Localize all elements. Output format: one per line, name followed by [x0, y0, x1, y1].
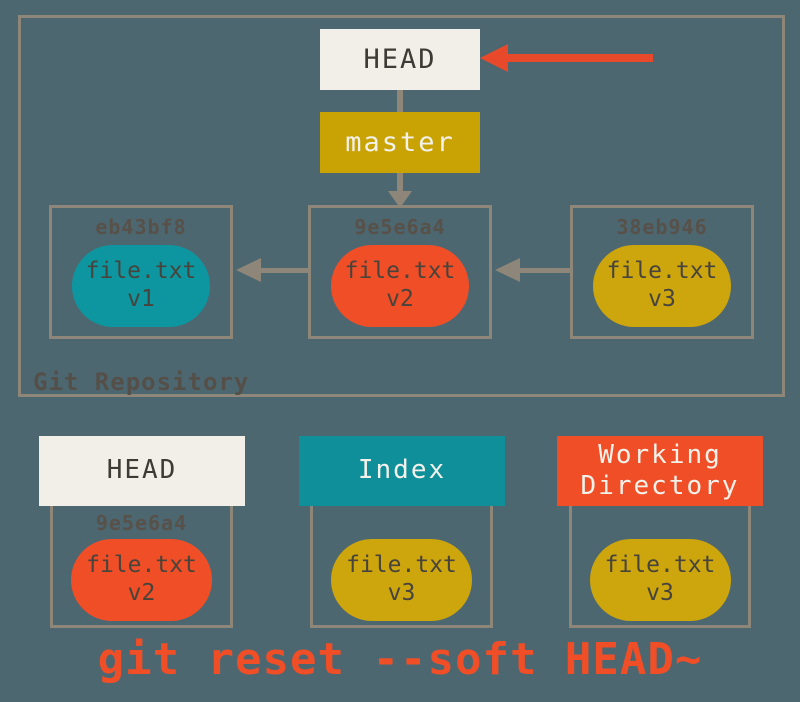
left-arrowhead-icon	[236, 258, 261, 282]
head-area-header: HEAD	[39, 436, 245, 506]
head-ref-box: HEAD	[320, 29, 480, 90]
head-file-node: file.txt v2	[71, 539, 212, 621]
file-version: v3	[387, 580, 416, 606]
file-name: file.txt	[85, 258, 197, 285]
working-directory-file-node: file.txt v3	[589, 539, 731, 621]
master-to-commit-connector	[397, 173, 403, 192]
master-branch-box: master	[320, 112, 480, 173]
index-area-title: Index	[357, 455, 447, 486]
command-caption: git reset --soft HEAD~	[97, 634, 703, 685]
file-version: v2	[386, 286, 414, 312]
working-directory-area-header: Working Directory	[557, 436, 763, 506]
red-pointer-arrow-shaft	[506, 54, 653, 62]
index-file-node: file.txt v3	[331, 539, 472, 621]
commit3-to-commit2-arrow	[519, 268, 570, 273]
git-repository-label: Git Repository	[33, 368, 250, 396]
head-to-master-connector	[397, 90, 403, 112]
down-arrowhead-icon	[388, 191, 412, 208]
file-name: file.txt	[346, 552, 457, 579]
commit-box-9e5e6a4: 9e5e6a4 file.txt v2	[308, 205, 492, 339]
commit-hash: 9e5e6a4	[354, 215, 446, 239]
file-name: file.txt	[86, 552, 197, 579]
left-arrowhead-icon	[495, 258, 520, 282]
head-ref-label: HEAD	[363, 44, 437, 75]
file-name: file.txt	[604, 552, 716, 579]
file-name: file.txt	[606, 258, 718, 285]
file-version: v3	[646, 580, 674, 606]
index-area-header: Index	[299, 436, 505, 506]
commit-hash: eb43bf8	[95, 215, 187, 239]
git-repository-box	[18, 15, 785, 397]
file-node-v1: file.txt v1	[72, 245, 210, 327]
file-version: v3	[648, 286, 676, 312]
red-pointer-arrow-icon	[480, 44, 508, 72]
commit-hash: 38eb946	[616, 215, 708, 239]
working-directory-area-title: Working Directory	[580, 439, 740, 501]
file-version: v1	[127, 286, 155, 312]
head-area-box: 9e5e6a4 file.txt v2	[50, 472, 233, 628]
file-version: v2	[127, 580, 156, 606]
commit2-to-commit1-arrow	[260, 268, 308, 273]
file-node-v2: file.txt v2	[331, 245, 469, 327]
head-area-title: HEAD	[106, 455, 178, 486]
master-branch-label: master	[345, 127, 455, 158]
file-node-v3: file.txt v3	[593, 245, 731, 327]
file-name: file.txt	[344, 258, 456, 285]
commit-box-eb43bf8: eb43bf8 file.txt v1	[49, 205, 233, 339]
commit-box-38eb946: 38eb946 file.txt v3	[570, 205, 754, 339]
head-area-hash: 9e5e6a4	[95, 511, 188, 535]
